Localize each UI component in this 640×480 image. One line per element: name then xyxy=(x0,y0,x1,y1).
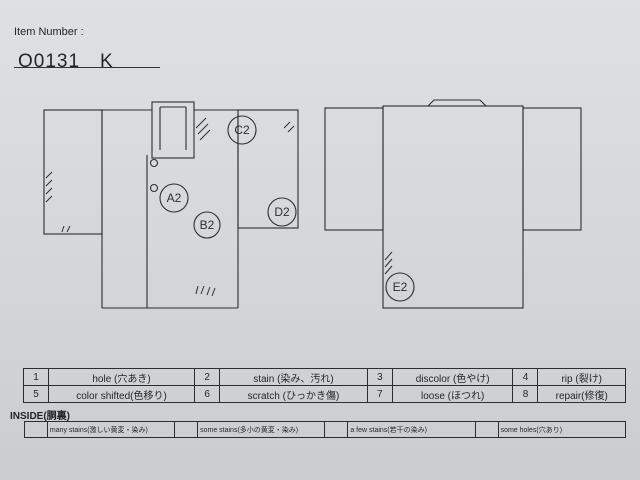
damage-label-a2: A2 xyxy=(167,191,182,205)
damage-label-b2: B2 xyxy=(200,218,215,232)
inside-level-holes: some holes(穴あり) xyxy=(497,421,627,438)
legend-label: loose (ほつれ) xyxy=(391,385,514,403)
legend-label: scratch (ひっかき傷) xyxy=(219,385,368,403)
inside-section-title: INSIDE(胴裏) xyxy=(10,411,70,422)
damage-label-e2: E2 xyxy=(393,280,408,294)
item-number-underline xyxy=(14,67,160,68)
inside-stain-table: many stains(激しい黄変・染み) some stains(多小の黄変・… xyxy=(24,421,627,438)
damage-hatch-marks xyxy=(45,117,393,297)
inside-check-cell xyxy=(24,421,48,438)
damage-label-d2: D2 xyxy=(274,205,290,219)
back-view-outline xyxy=(324,99,582,309)
legend-row: 1 hole (穴あき) 2 stain (染み、汚れ) 3 discolor … xyxy=(23,368,626,386)
legend-row: 5 color shifted(色移り) 6 scratch (ひっかき傷) 7… xyxy=(23,385,626,403)
inside-row: many stains(激しい黄変・染み) some stains(多小の黄変・… xyxy=(24,421,627,438)
legend-number: 7 xyxy=(366,385,393,403)
inside-check-cell xyxy=(474,421,499,438)
legend-number: 8 xyxy=(512,385,539,403)
item-number-label: Item Number : xyxy=(14,26,84,38)
legend-number: 2 xyxy=(194,368,221,386)
damage-circles xyxy=(159,115,415,302)
inside-level-few: a few stains(若干の染み) xyxy=(347,421,476,438)
legend-label: discolor (色やけ) xyxy=(391,368,514,386)
legend-number: 5 xyxy=(23,385,49,403)
inside-check-cell xyxy=(174,421,199,438)
legend-number: 1 xyxy=(23,368,49,386)
legend-number: 6 xyxy=(194,385,221,403)
legend-label: hole (穴あき) xyxy=(47,368,196,386)
legend-label: color shifted(色移り) xyxy=(47,385,196,403)
inside-level-some-stains: some stains(多小の黄変・染み) xyxy=(197,421,326,438)
inside-check-cell xyxy=(324,421,349,438)
inside-level-many: many stains(激しい黄変・染み) xyxy=(46,421,176,438)
front-view-outline xyxy=(43,101,299,309)
legend-label: rip (裂け) xyxy=(537,368,626,386)
legend-number: 3 xyxy=(366,368,393,386)
legend-label: stain (染み、汚れ) xyxy=(219,368,368,386)
damage-legend-table: 1 hole (穴あき) 2 stain (染み、汚れ) 3 discolor … xyxy=(23,368,626,403)
legend-label: repair(修復) xyxy=(537,385,626,403)
item-number-value: O0131 K xyxy=(18,51,114,72)
legend-number: 4 xyxy=(512,368,539,386)
damage-label-c2: C2 xyxy=(234,123,250,137)
